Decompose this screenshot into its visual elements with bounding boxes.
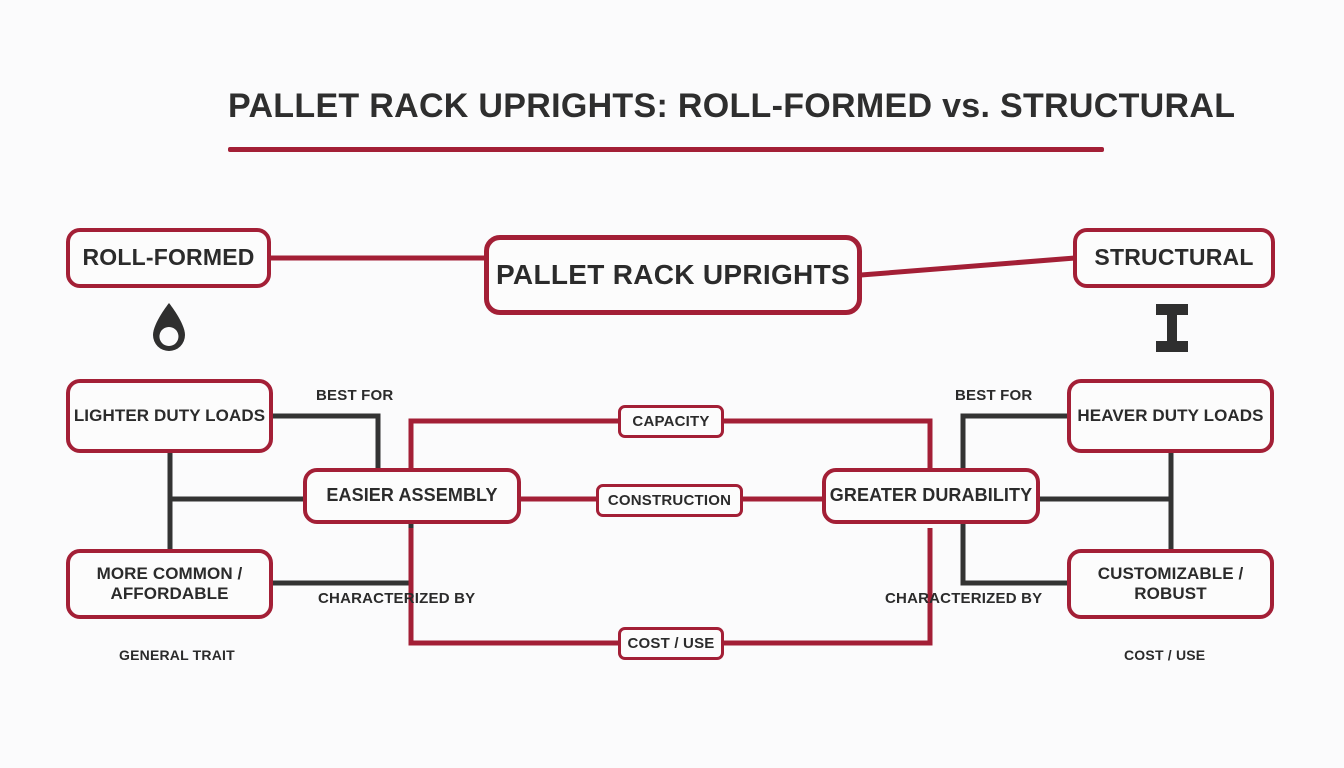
node-pallet-rack-uprights-label: PALLET RACK UPRIGHTS [496,259,850,291]
node-lighter-duty-loads[interactable]: LIGHTER DUTY LOADS [66,379,273,453]
i-beam-icon [1156,304,1188,352]
node-easier-assembly-label: EASIER ASSEMBLY [326,485,498,506]
footer-label-general-trait: GENERAL TRAIT [119,647,235,663]
node-easier-assembly[interactable]: EASIER ASSEMBLY [303,468,521,524]
node-axis-capacity-label: CAPACITY [632,412,710,430]
wire-cost-use-left-elbow [408,528,620,646]
droplet-icon [153,303,185,351]
wire-left-characterized-by [272,521,414,586]
node-lighter-duty-loads-label: LIGHTER DUTY LOADS [73,405,266,425]
edge-label-left-characterized-by: CHARACTERIZED BY [318,590,476,607]
droplet-icon-slot [143,299,195,357]
i-beam-icon-slot [1146,300,1198,356]
node-customizable-robust-label: CUSTOMIZABLE / ROBUST [1097,563,1244,603]
wire-cost-use-right-elbow [722,528,933,646]
node-greater-durability[interactable]: GREATER DURABILITY [822,468,1040,524]
wire-right-characterized-by [960,521,1069,586]
node-axis-capacity[interactable]: CAPACITY [618,405,724,438]
node-more-common-affordable[interactable]: MORE COMMON / AFFORDABLE [66,549,273,619]
node-axis-cost-use-label: COST / USE [627,634,715,652]
footer-label-cost-use: COST / USE [1124,647,1206,663]
edge-label-right-best-for: BEST FOR [955,387,1033,404]
title-underline-rule [228,147,1104,152]
node-more-common-affordable-label: MORE COMMON / AFFORDABLE [96,563,243,603]
node-structural[interactable]: STRUCTURAL [1073,228,1275,288]
wire-capacity-left-elbow [408,418,620,470]
node-roll-formed-label: ROLL-FORMED [82,244,255,271]
node-customizable-robust[interactable]: CUSTOMIZABLE / ROBUST [1067,549,1274,619]
node-axis-cost-use[interactable]: COST / USE [618,627,724,660]
wire-capacity-right-elbow [722,418,933,470]
edge-label-left-best-for: BEST FOR [316,387,394,404]
node-pallet-rack-uprights[interactable]: PALLET RACK UPRIGHTS [484,235,862,315]
node-greater-durability-label: GREATER DURABILITY [829,485,1033,506]
page-title-block: PALLET RACK UPRIGHTS: ROLL-FORMED vs. ST… [228,87,1236,125]
node-roll-formed[interactable]: ROLL-FORMED [66,228,271,288]
wire-root-to-right-head [860,255,1076,278]
node-structural-label: STRUCTURAL [1094,244,1254,271]
node-axis-construction-label: CONSTRUCTION [607,491,732,509]
page-title: PALLET RACK UPRIGHTS: ROLL-FORMED vs. ST… [228,87,1236,125]
node-axis-construction[interactable]: CONSTRUCTION [596,484,743,517]
node-heaver-duty-loads-label: HEAVER DUTY LOADS [1077,405,1264,425]
edge-label-right-characterized-by: CHARACTERIZED BY [885,590,1043,607]
node-heaver-duty-loads[interactable]: HEAVER DUTY LOADS [1067,379,1274,453]
